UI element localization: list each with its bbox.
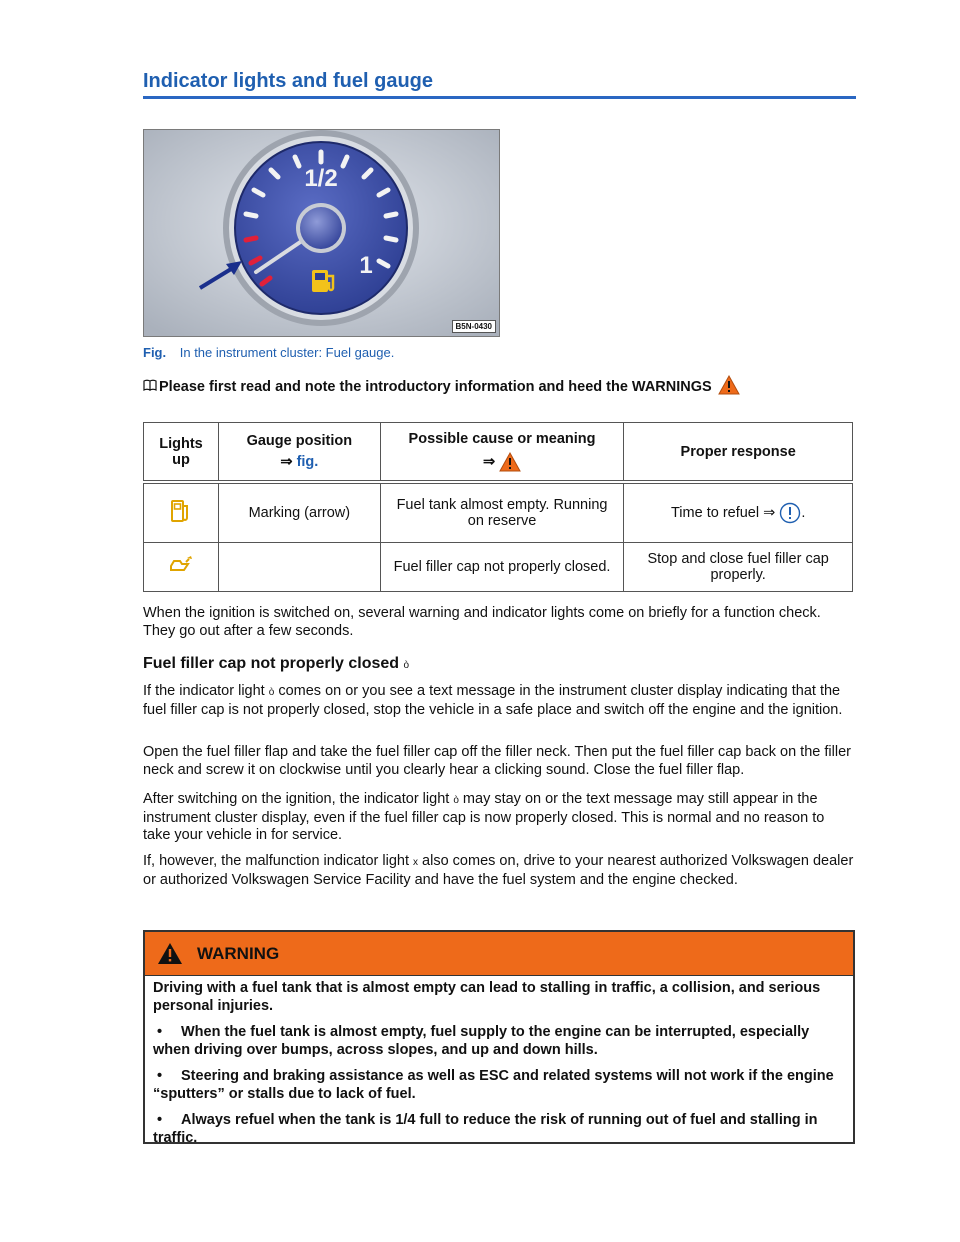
header-response: Proper response: [623, 422, 853, 483]
section-heading-text: Fuel filler cap not properly closed: [143, 655, 400, 672]
warning-box: WARNING Driving with a fuel tank that is…: [143, 930, 855, 1147]
bullet-text: Steering and braking assistance as well …: [153, 1068, 834, 1102]
header-cause-label: Possible cause or meaning: [408, 431, 596, 447]
warning-title: WARNING: [197, 943, 280, 963]
figure-caption-label: Fig.: [143, 345, 167, 360]
bullet-mark: •: [157, 1068, 163, 1084]
p4-text-b: may stay on or the text message may stil…: [143, 791, 825, 843]
response-cell: Time to refuel ⇒ .: [623, 481, 853, 543]
header-cause-ref: ⇒: [387, 451, 618, 472]
cause-cell: Fuel filler cap not properly closed.: [379, 542, 625, 592]
table-row: Marking (arrow) Fuel tank almost empty. …: [143, 481, 853, 543]
figure-code: B5N-0430: [451, 320, 496, 333]
dial-label-half: 1/2: [304, 165, 337, 192]
page-title: Indicator lights and fuel gauge: [143, 70, 856, 99]
malfunction-symbol: x: [413, 857, 419, 868]
p2-text-a: If the indicator light: [143, 683, 265, 699]
table-row: Fuel filler cap not properly closed. Sto…: [143, 542, 853, 592]
paragraph-cap-indicator: If the indicator light ò comes on or you…: [143, 683, 855, 719]
p5-text-b: also comes on, drive to your nearest aut…: [143, 853, 854, 888]
marking-arrow: [198, 264, 238, 290]
warning-bullet: •When the fuel tank is almost empty, fue…: [153, 1024, 845, 1059]
warning-bullet: •Always refuel when the tank is 1/4 full…: [153, 1112, 845, 1147]
fuel-cap-symbol: ò: [403, 660, 410, 671]
header-gauge-position-ref: ⇒ fig.: [225, 454, 374, 470]
figure-caption-text: In the instrument cluster: Fuel gauge.: [179, 345, 395, 360]
bullet-text: When the fuel tank is almost empty, fuel…: [153, 1024, 810, 1058]
caution-circle-icon[interactable]: [779, 502, 801, 524]
gauge-cell: Marking (arrow): [217, 481, 381, 543]
indicator-lights-table: Lights up Gauge position ⇒ fig. Possible…: [143, 422, 853, 592]
fuel-gauge-figure: 1/2 1 B5N-0430: [143, 129, 500, 337]
dial-label-full: 1: [359, 252, 372, 279]
p2-text-b: comes on or you see a text message in th…: [143, 683, 843, 718]
fuel-gauge-illustration: 1/2 1: [144, 130, 499, 336]
intro-note-text: Please first read and note the introduct…: [159, 379, 712, 395]
warning-triangle-icon[interactable]: [499, 451, 521, 472]
warning-body: Driving with a fuel tank that is almost …: [145, 976, 853, 1147]
paragraph-open-flap: Open the fuel filler flap and take the f…: [143, 744, 851, 778]
gauge-cell: [217, 542, 381, 592]
paragraph-after-ignition: After switching on the ignition, the ind…: [143, 791, 855, 845]
fuel-cap-icon: [143, 542, 219, 592]
p5-text-a: If, however, the malfunction indicator l…: [143, 853, 409, 869]
section-heading: Fuel filler cap not properly closed ò: [143, 655, 409, 673]
figure-caption: Fig. In the instrument cluster: Fuel gau…: [143, 345, 394, 360]
ref-arrow: ⇒: [280, 454, 293, 470]
dial-fuel-pump-icon: [312, 270, 335, 292]
ref-arrow: ⇒: [482, 453, 496, 470]
ref-arrow: ⇒: [763, 504, 776, 521]
book-icon: [143, 379, 157, 395]
response-text: Time to refuel: [670, 504, 760, 521]
fuel-cap-symbol: ò: [268, 687, 275, 698]
intro-note: Please first read and note the introduct…: [143, 374, 740, 399]
warning-intro: Driving with a fuel tank that is almost …: [153, 980, 821, 1014]
bullet-mark: •: [157, 1112, 163, 1128]
p4-text-a: After switching on the ignition, the ind…: [143, 791, 450, 807]
fuel-pump-icon: [143, 481, 219, 543]
response-cell: Stop and close fuel filler cap properly.: [623, 542, 853, 592]
warning-header: WARNING: [145, 932, 853, 976]
header-cause: Possible cause or meaning ⇒: [379, 422, 625, 483]
paragraph-function-check: When the ignition is switched on, severa…: [143, 605, 821, 639]
header-gauge-position-label: Gauge position: [246, 433, 353, 449]
header-lights-up: Lights up: [143, 422, 219, 483]
bullet-text: Always refuel when the tank is 1/4 full …: [153, 1112, 818, 1146]
bullet-mark: •: [157, 1024, 163, 1040]
fig-link[interactable]: fig.: [296, 454, 319, 470]
header-gauge-position: Gauge position ⇒ fig.: [217, 422, 381, 483]
fuel-cap-symbol: ò: [453, 795, 459, 806]
warning-icon: [158, 943, 182, 964]
cause-cell: Fuel tank almost empty. Running on reser…: [379, 481, 625, 543]
warning-bullet: •Steering and braking assistance as well…: [153, 1068, 845, 1103]
warning-triangle-icon: [717, 374, 740, 399]
paragraph-malfunction: If, however, the malfunction indicator l…: [143, 853, 855, 889]
